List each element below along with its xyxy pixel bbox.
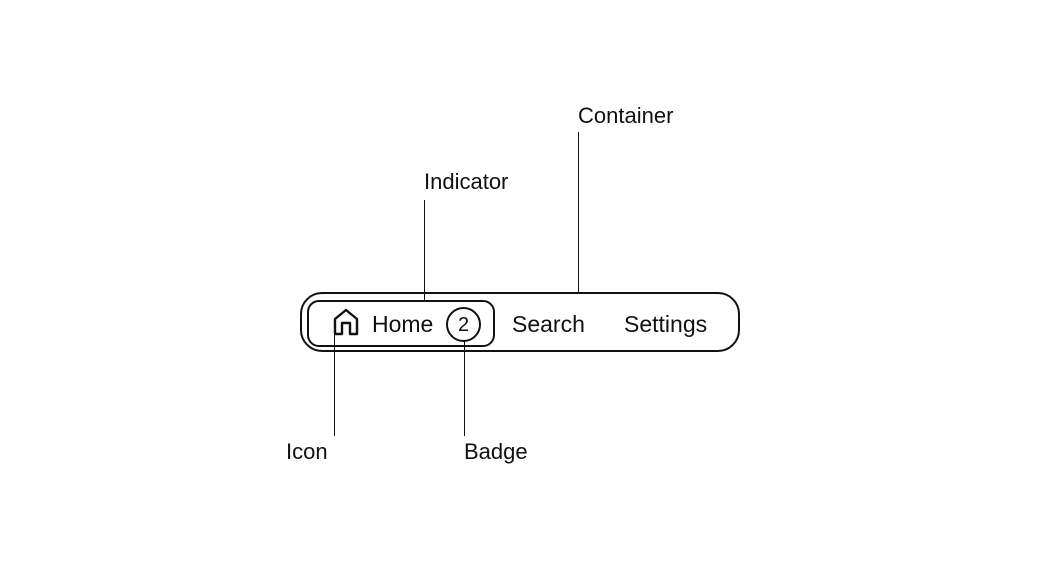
nav-item-home-label[interactable]: Home xyxy=(372,311,434,337)
icon-callout-label: Icon xyxy=(286,439,328,464)
indicator-leader-line xyxy=(424,200,425,301)
notification-badge: 2 xyxy=(446,307,481,342)
home-active-indicator[interactable] xyxy=(307,300,495,347)
home-icon xyxy=(333,308,359,336)
container-callout-label: Container xyxy=(578,103,674,128)
icon-leader-line xyxy=(334,322,335,436)
badge-leader-line xyxy=(464,340,465,436)
indicator-callout-label: Indicator xyxy=(424,169,509,194)
navigation-bar-container xyxy=(300,292,740,352)
badge-callout-label: Badge xyxy=(464,439,528,464)
nav-item-search-label[interactable]: Search xyxy=(512,311,585,337)
nav-item-settings-label[interactable]: Settings xyxy=(624,311,708,337)
container-leader-line xyxy=(578,132,579,293)
